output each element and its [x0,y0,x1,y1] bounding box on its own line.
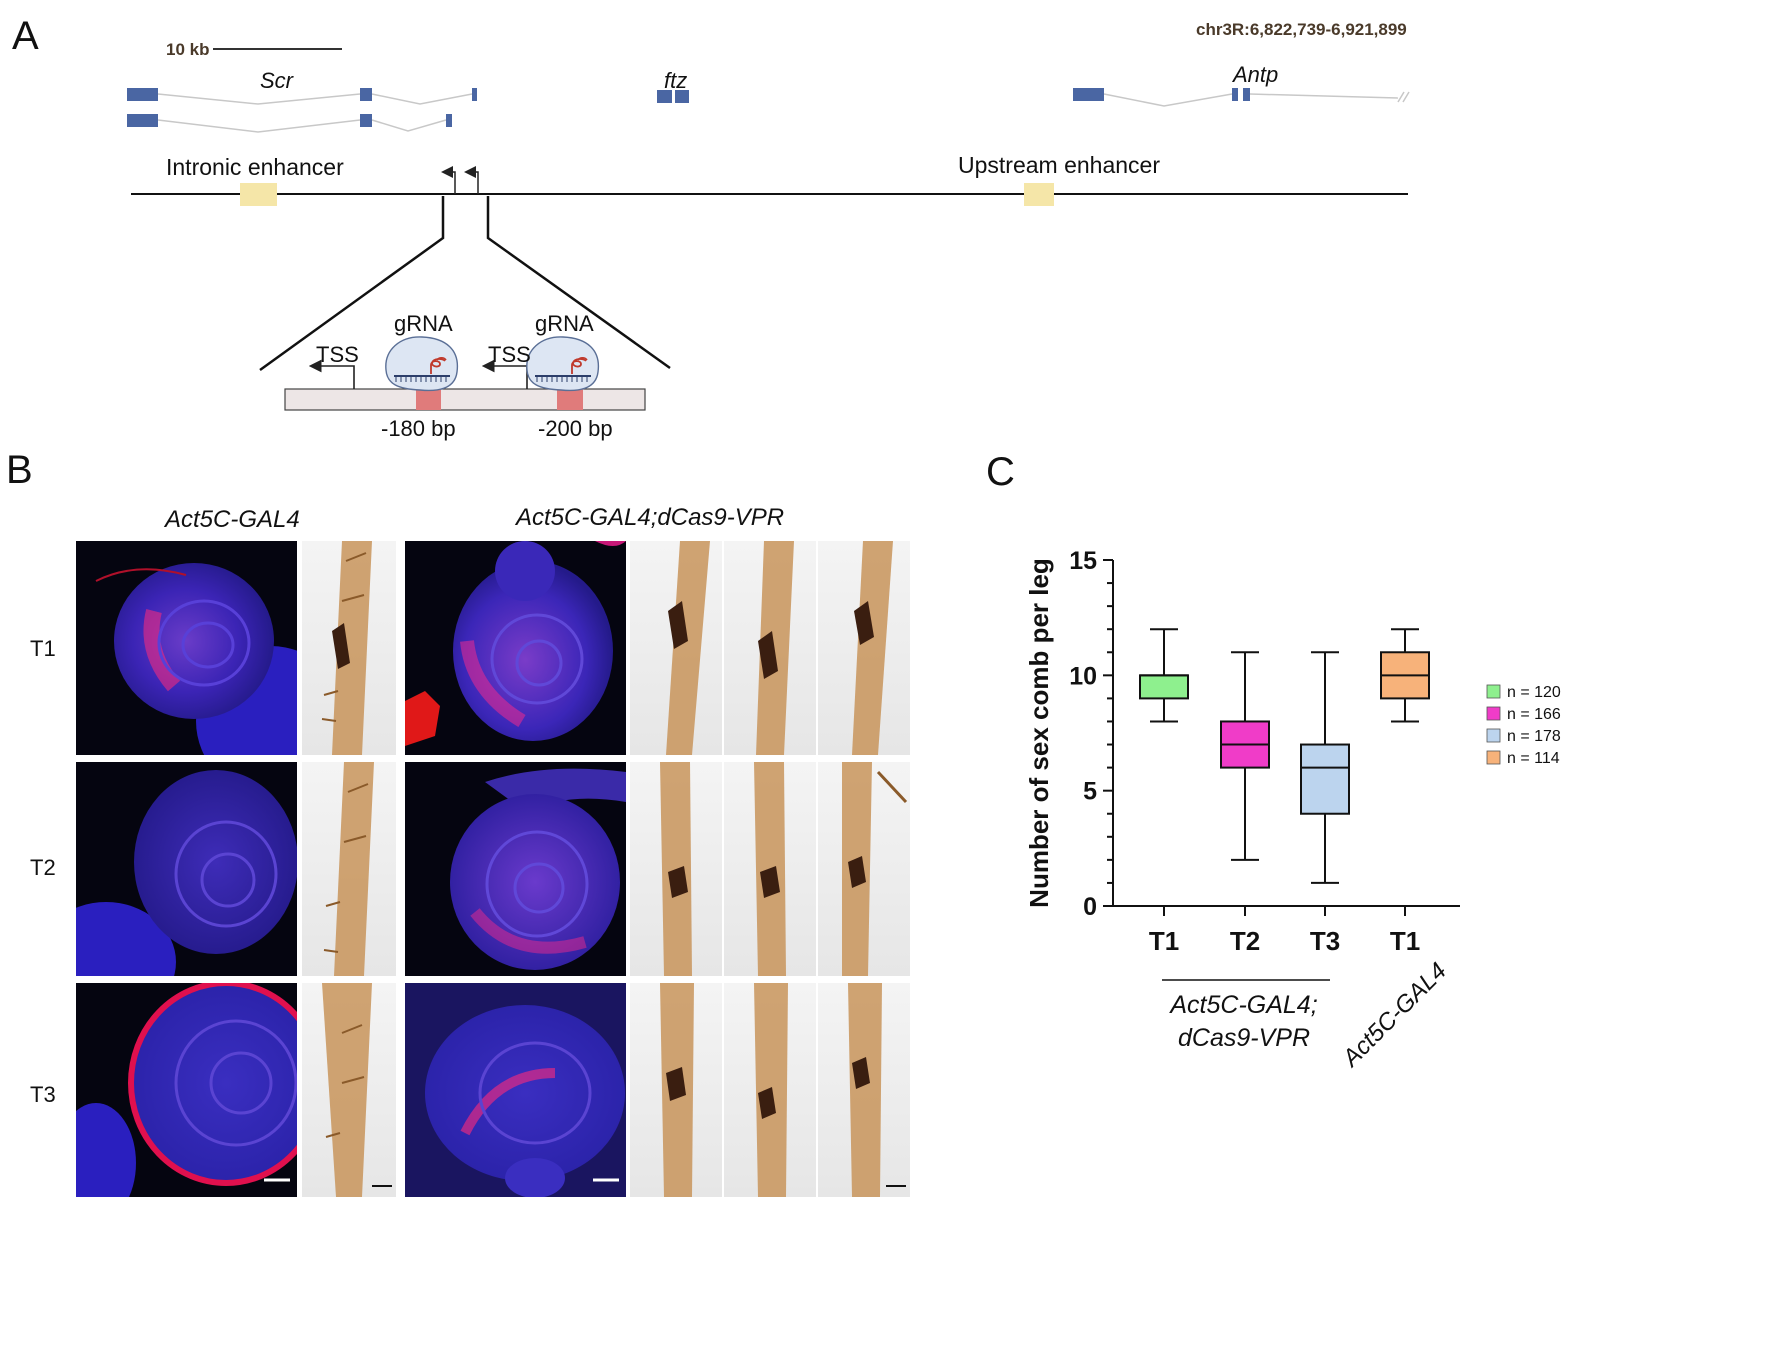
leg-image-exp-t3-c [818,983,910,1197]
leg-image-exp-t2-c [818,762,910,976]
genotype-experimental-label: Act5C-GAL4;dCas9-VPR [516,504,785,531]
gene-label-scr: Scr [260,68,293,93]
upstream-enhancer-label: Upstream enhancer [958,152,1160,178]
x-tick-label: T1 [1149,926,1179,956]
legend-swatch [1486,684,1501,699]
target-site-1-label: -180 bp [381,416,456,441]
target-site-2 [557,389,583,410]
group-label-line1: Act5C-GAL4; [1168,991,1317,1019]
leg-image-exp-t3-b [724,983,816,1197]
exon [657,90,672,103]
exon [360,114,372,127]
ftz-transcript [657,90,689,103]
exon [1243,88,1250,101]
intronic-enhancer-box [240,183,277,206]
gene-locus-diagram [127,48,1410,411]
disc-image-ctrl-t1 [76,541,297,755]
legend-swatch [1486,728,1501,743]
exon [127,88,158,101]
panel-letter-b: B [6,448,33,492]
row-label-t3: T3 [30,1082,56,1107]
dcas9-complex-2 [526,336,600,392]
upstream-enhancer-box [1024,183,1054,206]
exon [446,114,452,127]
genotype-control-label: Act5C-GAL4 [165,506,300,533]
grna-label-2: gRNA [535,311,594,336]
leg-image-exp-t2-a [630,762,722,976]
y-tick-label: 5 [1083,778,1097,806]
exon [472,88,477,101]
y-axis-label: Number of sex comb per leg [1024,558,1054,908]
exon [1073,88,1104,101]
control-genotype-label: Act5C-GAL4 [1336,958,1452,1074]
legend-swatch [1486,706,1501,721]
panel-letter-c: C [986,450,1015,494]
legend-label: n = 120 [1507,684,1561,701]
legend-label: n = 166 [1507,706,1561,723]
tss-arrow-1 [308,359,355,389]
leg-image-exp-t1-a [630,541,722,755]
gene-label-antp: Antp [1233,62,1279,87]
scale-bar-label: 10 kb [166,40,210,59]
leg-image-ctrl-t2 [302,762,396,976]
y-tick-label: 0 [1083,893,1097,921]
x-tick-label: T3 [1310,926,1340,956]
scr-transcript-1 [127,88,477,105]
box-iqr [1300,743,1350,815]
disc-image-exp-t2 [405,762,626,976]
x-tick-label: T2 [1230,926,1260,956]
leg-image-exp-t2-b [724,762,816,976]
leg-image-exp-t3-a [630,983,722,1197]
y-tick-label: 10 [1069,662,1097,690]
x-tick-label: T1 [1390,926,1420,956]
promoter-arrow-2 [464,166,479,194]
exon [360,88,372,101]
antp-transcript [1073,88,1410,107]
group-label-line2: dCas9-VPR [1178,1024,1310,1052]
legend-label: n = 178 [1507,728,1561,745]
disc-image-ctrl-t3 [76,983,297,1197]
promoter-bar [284,388,646,411]
disc-image-exp-t3 [405,983,626,1197]
tss-arrow-2 [481,359,528,389]
promoter-arrow-1 [441,166,456,194]
y-tick-label: 15 [1069,547,1097,575]
intronic-enhancer-label: Intronic enhancer [166,154,344,180]
scr-transcript-2 [127,114,452,133]
exon [1232,88,1238,101]
leg-image-exp-t1-c [818,541,910,755]
legend-label: n = 114 [1507,750,1560,767]
panel-letter-a: A [12,14,39,58]
leg-image-ctrl-t1 [302,541,396,755]
grna-label-1: gRNA [394,311,453,336]
zoom-line-left [259,196,445,372]
row-label-t1: T1 [30,636,56,661]
legend-swatch [1486,750,1501,765]
disc-image-exp-t1 [405,541,626,755]
row-label-t2: T2 [30,855,56,880]
box-iqr [1139,674,1189,700]
exon [675,90,689,103]
dcas9-complex-1 [385,336,459,392]
disc-image-ctrl-t2 [76,762,297,976]
target-site-1 [416,389,441,410]
tss-label-2: TSS [488,342,531,367]
leg-image-ctrl-t3 [302,983,396,1197]
zoom-line-right [486,196,671,370]
target-site-2-label: -200 bp [538,416,613,441]
exon [127,114,158,127]
genomic-coordinates: chr3R:6,822,739-6,921,899 [1196,20,1407,39]
gene-label-ftz: ftz [664,68,688,93]
tss-label-1: TSS [316,342,359,367]
leg-image-exp-t1-b [724,541,816,755]
